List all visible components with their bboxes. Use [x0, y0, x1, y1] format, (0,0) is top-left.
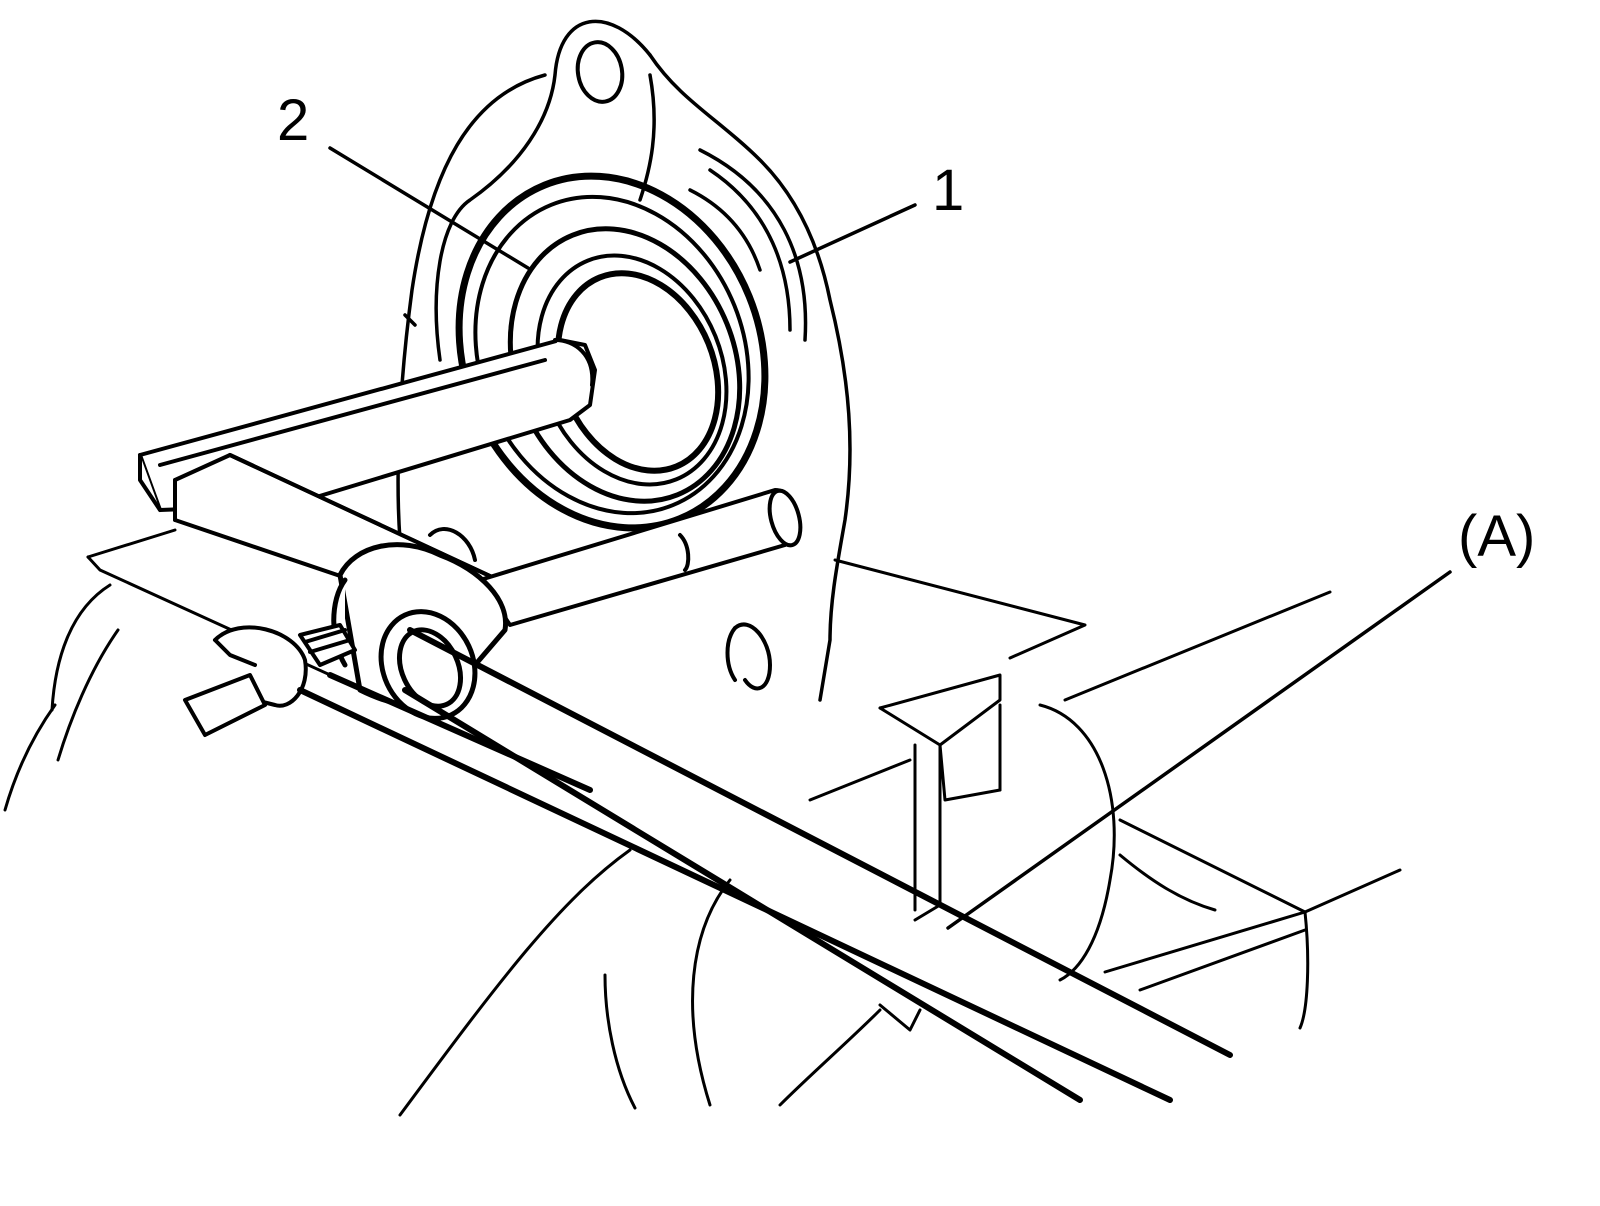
seal-puller-wing-bolt	[183, 623, 357, 737]
seal-puller-rear-rod	[478, 488, 803, 627]
flange-bolt-hole-bottom	[725, 622, 772, 691]
seal-puller-slide-shaft	[297, 627, 1233, 1103]
leader-line-tool-a	[946, 570, 1452, 930]
callout-tool-a: (A)	[1458, 504, 1536, 569]
support-bracket	[86, 528, 1087, 1032]
leader-lines	[328, 146, 1452, 930]
flange-bolt-hole-left	[428, 527, 477, 562]
flange-bolt-hole-top	[575, 40, 625, 104]
callout-part-2: 2	[277, 88, 310, 153]
background-housing-lines	[3, 583, 1402, 1117]
leader-line-part-1	[788, 203, 917, 264]
callout-part-1: 1	[932, 158, 965, 223]
leader-line-part-2	[328, 146, 530, 270]
